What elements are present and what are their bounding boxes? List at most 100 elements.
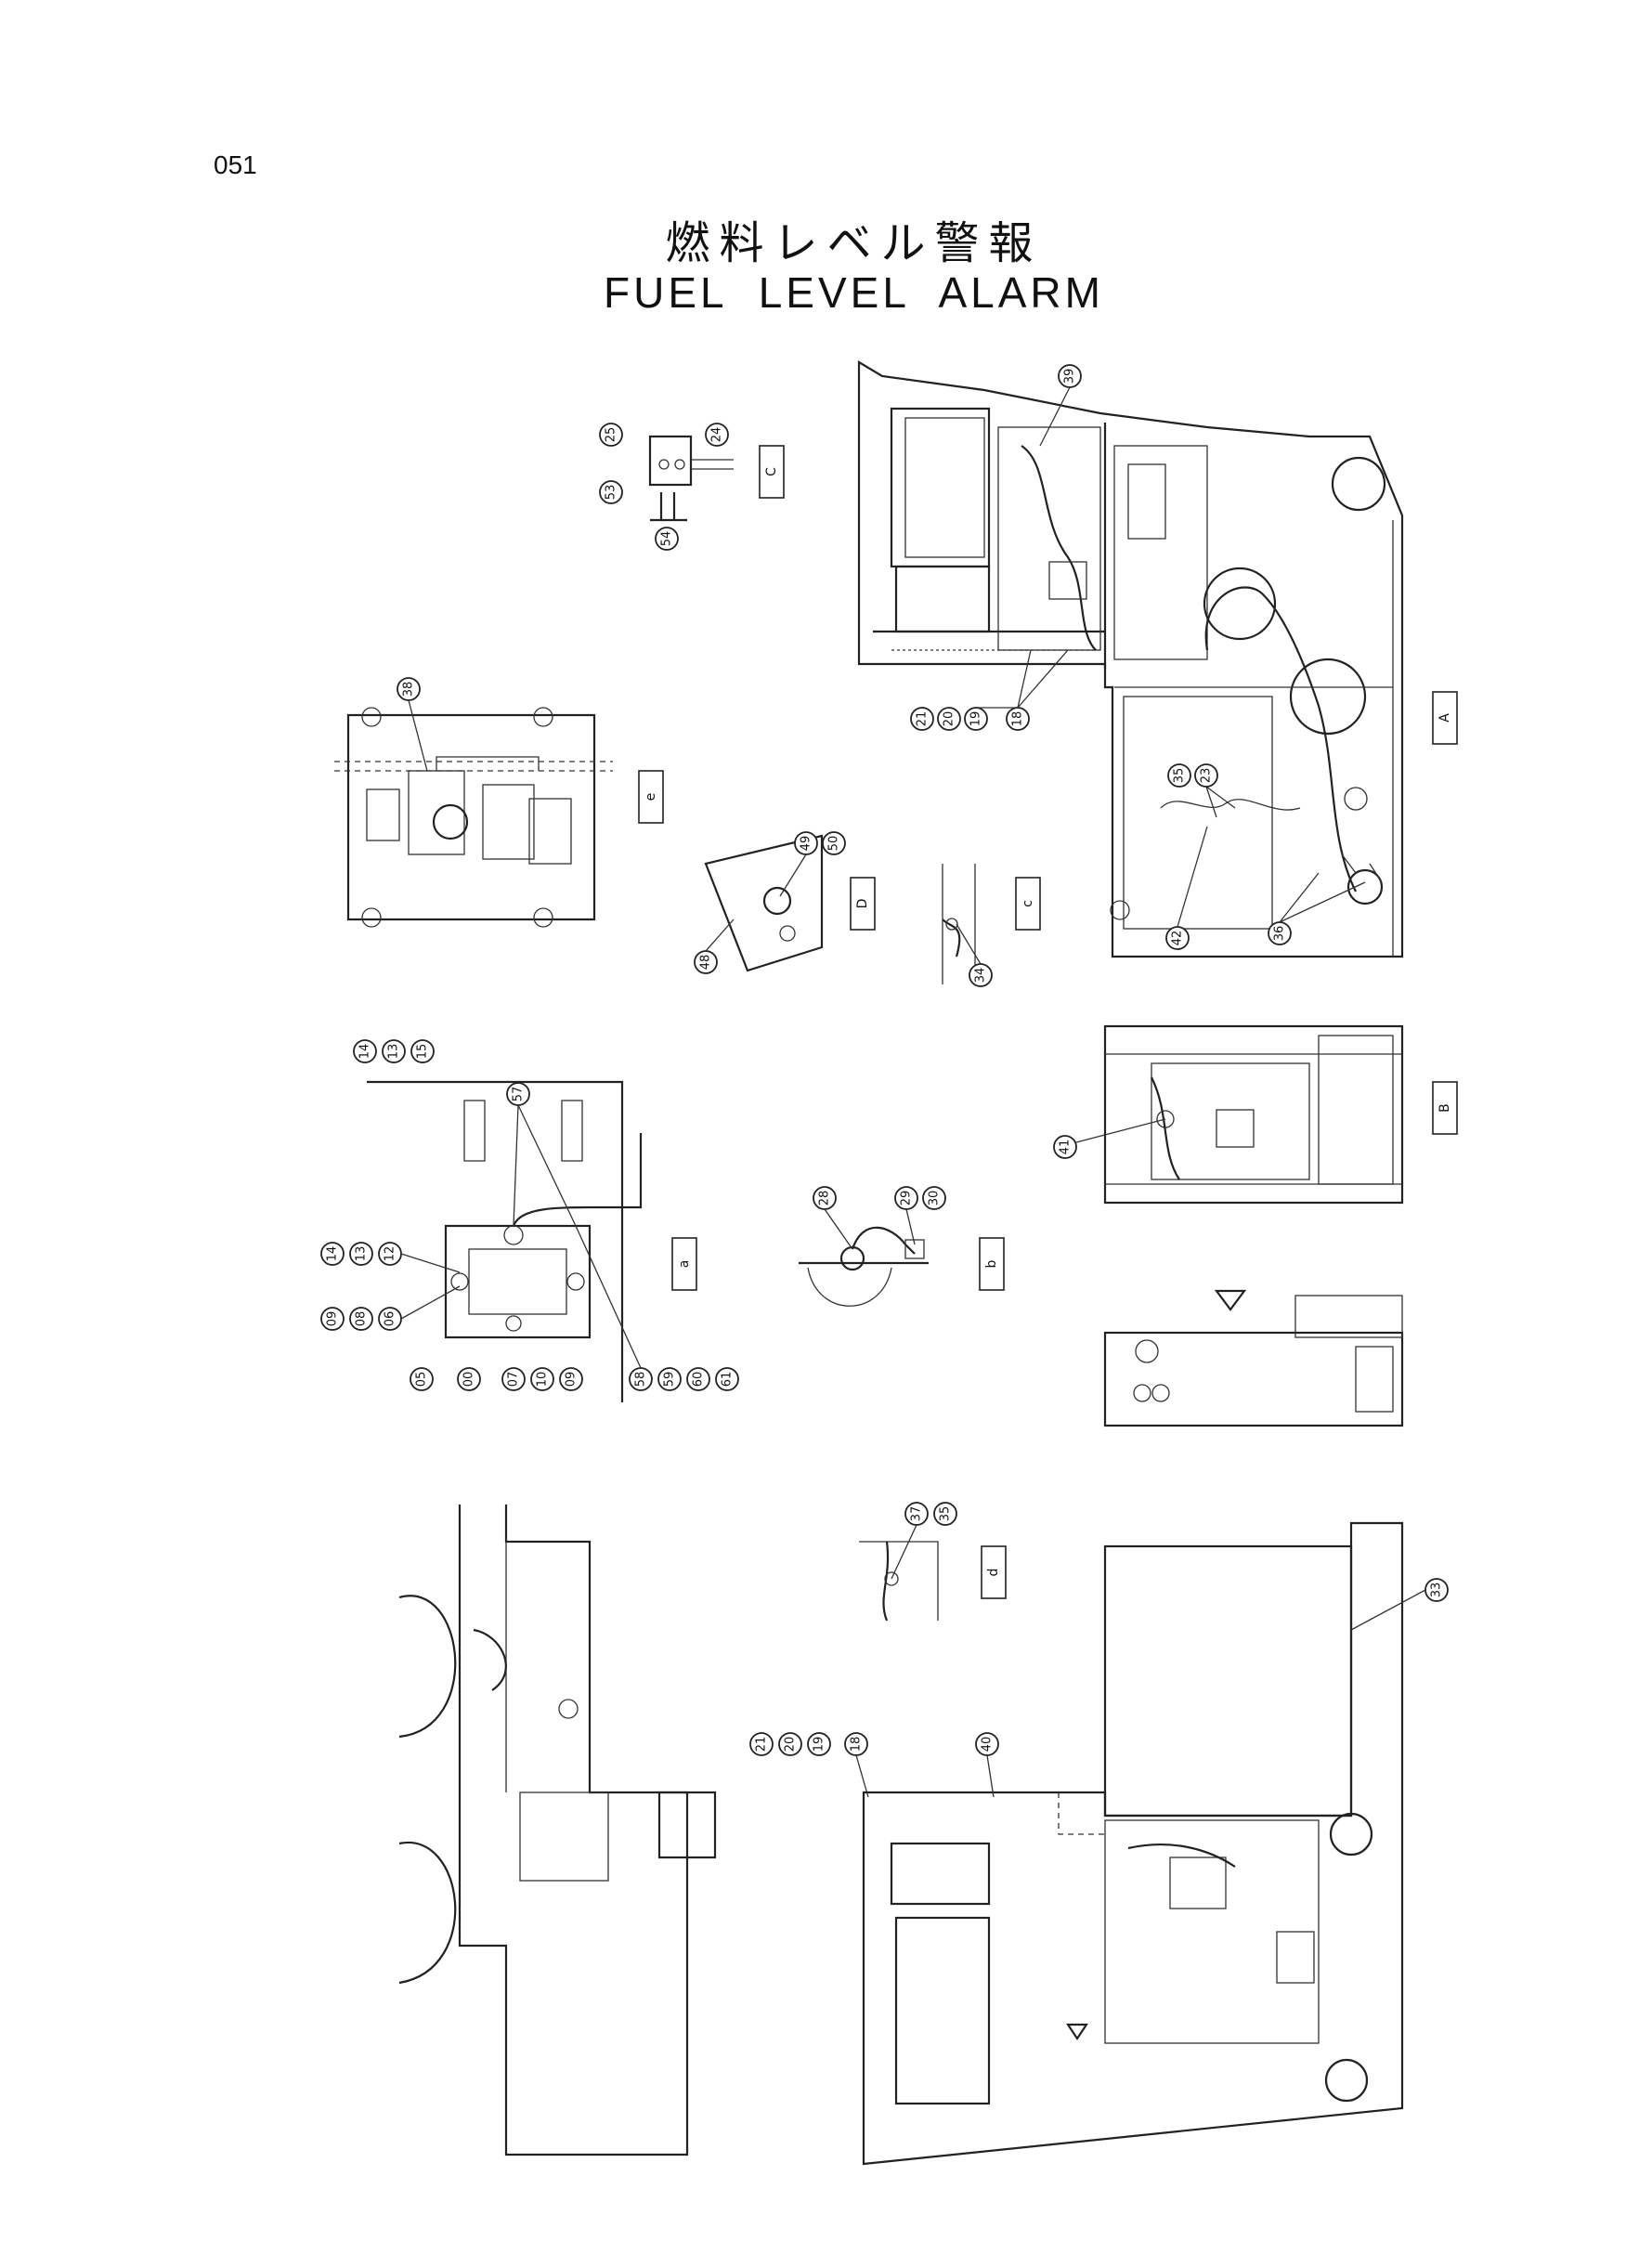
- tag-e: e: [638, 770, 664, 824]
- svg-text:14: 14: [326, 1246, 340, 1262]
- svg-text:c: c: [1021, 900, 1035, 907]
- svg-text:a: a: [677, 1260, 692, 1269]
- tag-a: a: [671, 1237, 697, 1291]
- bottom-right-assembly: [862, 1521, 1404, 2166]
- svg-text:33: 33: [1430, 1583, 1444, 1598]
- svg-text:A: A: [1437, 713, 1452, 723]
- svg-text:24: 24: [710, 427, 724, 443]
- svg-text:09: 09: [565, 1372, 579, 1388]
- svg-text:15: 15: [416, 1044, 430, 1060]
- svg-text:18: 18: [850, 1737, 864, 1752]
- side-view-assembly: [1103, 1289, 1404, 1427]
- detail-b-sensor: [799, 1226, 929, 1307]
- callout-20b: 20: [778, 1732, 802, 1756]
- callout-23: 23: [1194, 763, 1218, 788]
- callout-58: 58: [629, 1367, 653, 1391]
- callout-08a: 08: [349, 1307, 373, 1331]
- callout-57: 57: [506, 1082, 530, 1106]
- detail-b-assembly: [1103, 1024, 1404, 1205]
- callout-24: 24: [705, 423, 729, 447]
- callout-09a: 09: [320, 1307, 345, 1331]
- callout-59: 59: [657, 1367, 682, 1391]
- tag-A: A: [1432, 691, 1458, 745]
- svg-text:12: 12: [384, 1246, 397, 1262]
- svg-text:13: 13: [387, 1044, 401, 1060]
- leader-lines: [400, 386, 1426, 1798]
- callout-37: 37: [904, 1502, 929, 1526]
- callout-50: 50: [822, 831, 846, 855]
- tag-c: c: [1015, 877, 1041, 931]
- callout-00: 00: [457, 1367, 481, 1391]
- callout-34: 34: [969, 963, 993, 987]
- svg-text:e: e: [644, 793, 658, 801]
- svg-text:05: 05: [415, 1372, 429, 1388]
- tag-C: C: [759, 445, 785, 499]
- callout-19b: 19: [807, 1732, 831, 1756]
- callout-35: 35: [1167, 763, 1191, 788]
- detail-d-panel: [704, 834, 824, 972]
- svg-text:18: 18: [1011, 711, 1025, 727]
- svg-text:25: 25: [605, 427, 618, 443]
- detail-d-small: [859, 1541, 939, 1622]
- detail-c-small: [942, 864, 976, 984]
- callout-13a: 13: [382, 1039, 406, 1063]
- svg-text:06: 06: [384, 1311, 397, 1327]
- svg-text:41: 41: [1059, 1140, 1073, 1155]
- callout-36: 36: [1268, 921, 1292, 945]
- svg-text:42: 42: [1171, 931, 1185, 946]
- callout-21: 21: [910, 707, 934, 731]
- svg-text:13: 13: [355, 1246, 369, 1262]
- callout-54: 54: [655, 527, 679, 551]
- svg-text:58: 58: [634, 1372, 648, 1388]
- title-japanese: 燃料レベル警報: [665, 217, 1043, 269]
- svg-text:D: D: [855, 899, 870, 909]
- callout-18b: 18: [844, 1732, 868, 1756]
- callout-12: 12: [378, 1242, 402, 1266]
- title-english: FUEL LEVEL ALARM: [604, 268, 1104, 317]
- svg-text:49: 49: [800, 836, 813, 852]
- callout-42: 42: [1165, 926, 1190, 950]
- tag-d: d: [981, 1545, 1007, 1599]
- svg-text:09: 09: [326, 1311, 340, 1327]
- callout-60: 60: [686, 1367, 710, 1391]
- svg-text:14: 14: [358, 1044, 372, 1060]
- svg-text:20: 20: [784, 1737, 798, 1752]
- svg-text:35: 35: [939, 1506, 953, 1522]
- callout-05: 05: [410, 1367, 434, 1391]
- callout-20: 20: [937, 707, 961, 731]
- svg-text:28: 28: [818, 1191, 832, 1206]
- svg-text:21: 21: [916, 711, 930, 727]
- callout-28: 28: [813, 1186, 837, 1210]
- callout-39: 39: [1058, 364, 1082, 388]
- callout-25: 25: [599, 423, 623, 447]
- svg-text:40: 40: [981, 1737, 995, 1752]
- callout-19: 19: [964, 707, 988, 731]
- svg-text:59: 59: [663, 1372, 677, 1388]
- svg-text:23: 23: [1200, 768, 1214, 784]
- callout-61: 61: [715, 1367, 739, 1391]
- svg-text:57: 57: [512, 1087, 526, 1102]
- callout-48: 48: [694, 950, 718, 974]
- callout-40: 40: [975, 1732, 999, 1756]
- callout-30: 30: [922, 1186, 946, 1210]
- svg-text:20: 20: [943, 711, 956, 727]
- callout-35b: 35: [933, 1502, 957, 1526]
- callout-21b: 21: [749, 1732, 774, 1756]
- svg-text:61: 61: [721, 1372, 735, 1388]
- tag-D: D: [850, 877, 876, 931]
- bottom-left-assembly: [398, 1505, 717, 2156]
- svg-text:36: 36: [1273, 926, 1287, 942]
- callout-07: 07: [501, 1367, 526, 1391]
- callout-10: 10: [530, 1367, 554, 1391]
- callout-15: 15: [410, 1039, 435, 1063]
- callout-06: 06: [378, 1307, 402, 1331]
- svg-text:35: 35: [1173, 768, 1187, 784]
- svg-text:b: b: [984, 1259, 999, 1268]
- callout-41: 41: [1053, 1135, 1077, 1159]
- tag-B: B: [1432, 1081, 1458, 1135]
- svg-text:19: 19: [813, 1737, 826, 1752]
- callout-33: 33: [1424, 1578, 1449, 1602]
- svg-text:34: 34: [974, 968, 988, 984]
- svg-text:53: 53: [605, 485, 618, 501]
